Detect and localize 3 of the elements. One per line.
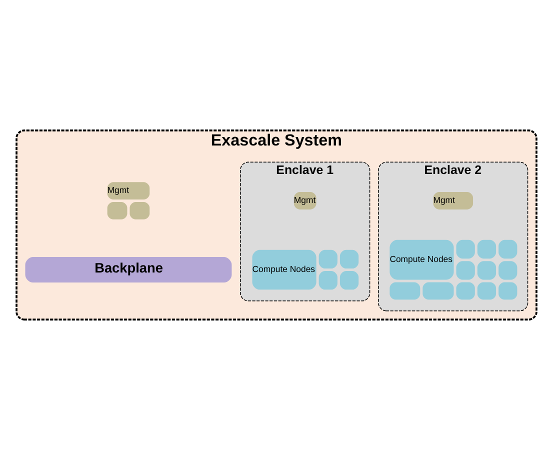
- node-box: Backplane: [25, 256, 232, 282]
- node-box: Mgmt: [294, 192, 316, 209]
- node-box: Mgmt: [433, 192, 474, 209]
